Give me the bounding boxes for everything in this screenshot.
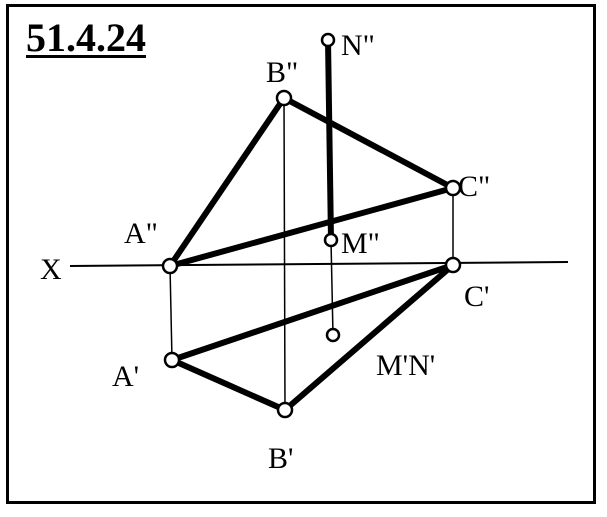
label-m-frontal: M" [341, 227, 380, 260]
triangle-frontal-projection [167, 95, 456, 269]
projection-link-a [169, 265, 173, 361]
point-mn-horizontal [325, 327, 341, 343]
segment-mn-frontal [325, 39, 334, 241]
label-a-frontal: A" [124, 217, 158, 250]
point-c-horizontal [444, 256, 462, 274]
label-c-frontal: C" [458, 170, 490, 203]
problem-number: 51.4.24 [26, 15, 146, 60]
x-axis-line [69, 261, 569, 267]
point-m-frontal [323, 232, 339, 248]
point-b-frontal [275, 89, 293, 107]
projection-link-b [283, 97, 286, 411]
label-n-frontal: N" [341, 29, 375, 62]
label-a-horizontal: A' [112, 360, 139, 393]
point-c-frontal [444, 179, 462, 197]
point-n-frontal [320, 32, 336, 48]
triangle-horizontal-projection [169, 262, 456, 413]
projection-link-mn [330, 239, 334, 336]
label-mn-horizontal: M'N' [376, 349, 435, 382]
point-a-frontal [161, 257, 179, 275]
figure-frame [6, 4, 596, 504]
label-c-horizontal: C' [464, 280, 489, 313]
point-a-horizontal [163, 351, 181, 369]
axis-label-x: X [40, 253, 62, 286]
point-b-horizontal [276, 401, 294, 419]
label-b-frontal: B" [266, 56, 298, 89]
label-b-horizontal: B' [268, 442, 293, 475]
